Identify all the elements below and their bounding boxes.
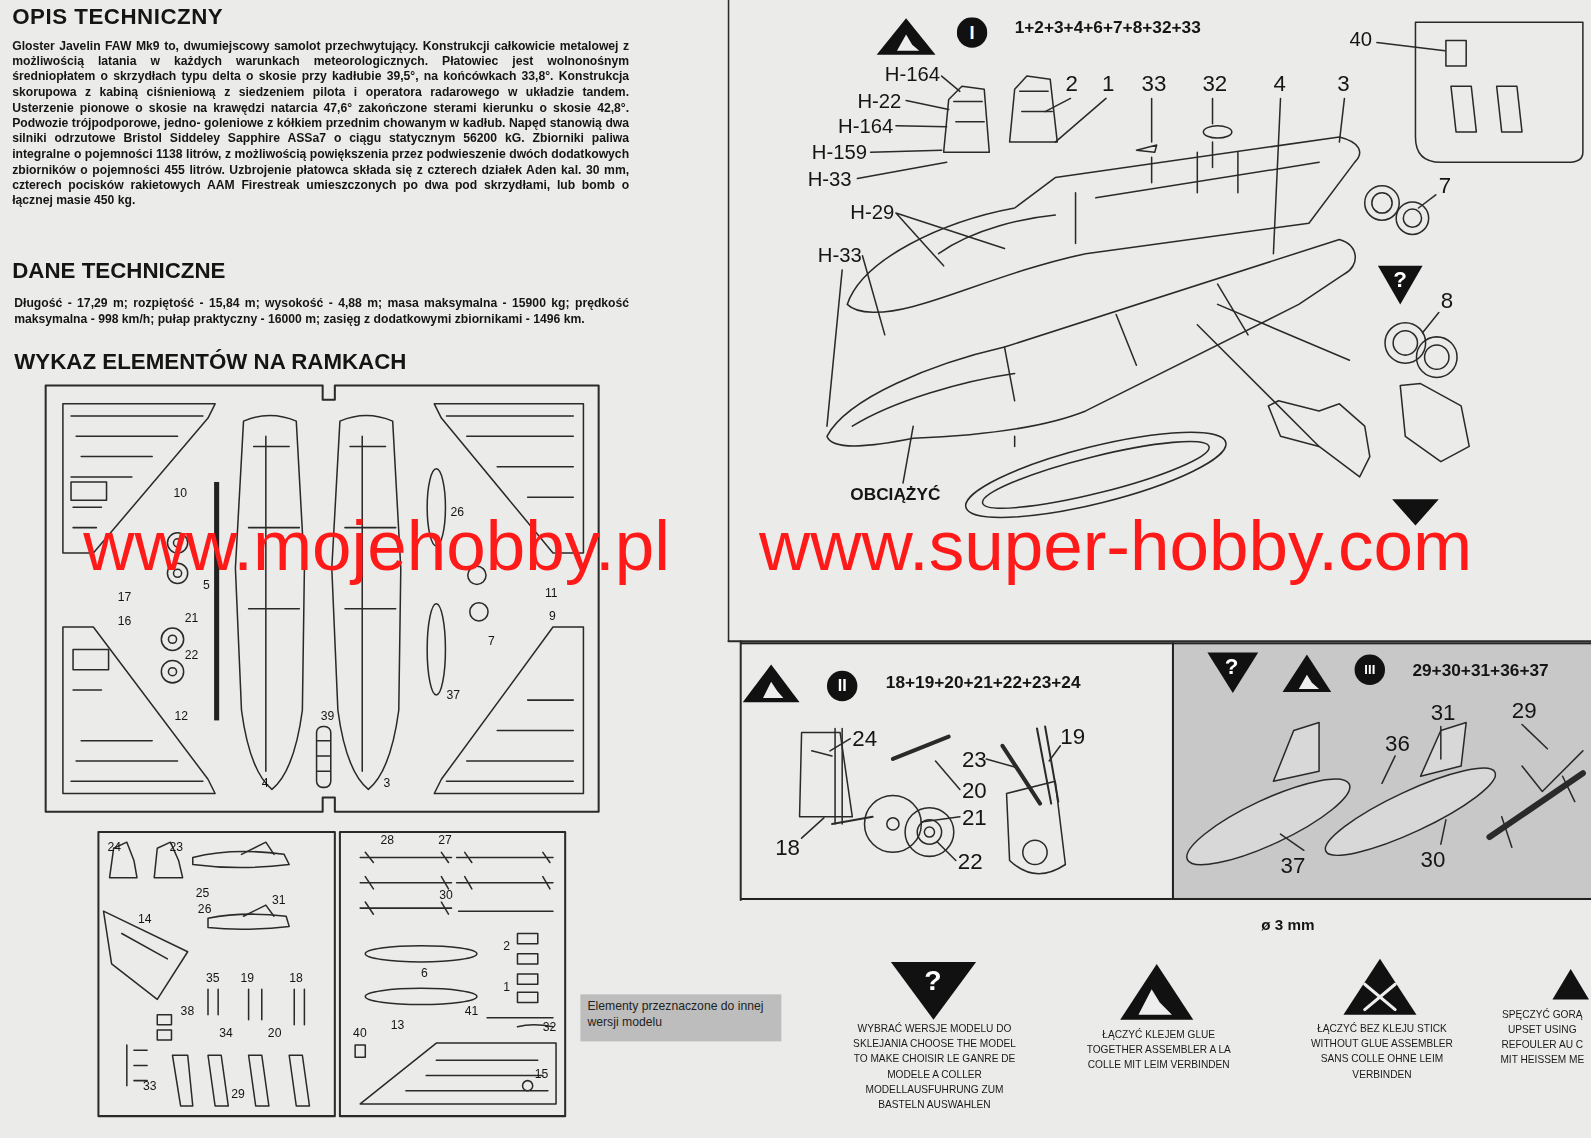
callout-number: 1 <box>503 981 510 995</box>
callout-number: 31 <box>272 894 286 908</box>
step-parts: 1+2+3+4+6+7+8+32+33 <box>1015 18 1201 38</box>
callout-number: 37 <box>1281 852 1306 878</box>
callout-number: 30 <box>439 889 453 903</box>
callout-number: 4 <box>1273 71 1285 97</box>
callout-number: H-159 <box>812 141 867 164</box>
step-panel: 18+19+20+21+22+23+24 II <box>741 642 1172 900</box>
symbol-mark: ? <box>1225 653 1239 679</box>
callout-number: 12 <box>175 710 189 724</box>
callout-number: 22 <box>185 648 199 662</box>
callout-number: 27 <box>438 834 452 848</box>
callout-number: 17 <box>118 591 132 605</box>
callout-number: 34 <box>219 1027 233 1041</box>
step-circle: II <box>827 671 857 701</box>
callout-number: 22 <box>958 848 983 874</box>
callout-number: 28 <box>381 834 395 848</box>
callout-number: 29 <box>231 1088 245 1102</box>
callout-number: 2 <box>503 940 510 954</box>
heading: OPIS TECHNICZNY <box>12 4 223 30</box>
note-box: Elementy przeznaczone do innej wersji mo… <box>580 994 781 1041</box>
body-text: Długość - 17,29 m; rozpiętość - 15,84 m;… <box>14 296 629 327</box>
callout-number: 18 <box>775 835 800 861</box>
watermark: www.mojehobby.pl <box>83 505 670 587</box>
section-heading: DANE TECHNICZNE <box>12 258 225 284</box>
callout-number: 32 <box>1202 71 1227 97</box>
callout-number: 30 <box>1421 846 1446 872</box>
legend-text: SPĘCZYĆ GORĄ UPSET USING REFOULER AU C M… <box>1498 1007 1587 1068</box>
callout-number: 13 <box>391 1019 405 1033</box>
callout-number: H-33 <box>808 167 852 190</box>
watermark: www.super-hobby.com <box>759 505 1472 587</box>
callout-number: 33 <box>143 1080 157 1094</box>
callout-number: 19 <box>1060 723 1085 749</box>
callout-number: 29 <box>1512 698 1537 724</box>
symbol-mark: ? <box>1393 267 1407 293</box>
callout-number: 24 <box>108 841 122 855</box>
callout-number: 8 <box>1441 288 1453 314</box>
callout-number: 24 <box>852 725 877 751</box>
callout-number: 41 <box>465 1005 479 1019</box>
callout-number: 4 <box>262 777 269 791</box>
callout-number: 36 <box>1385 731 1410 757</box>
callout-number: 32 <box>543 1021 557 1035</box>
callout-number: 26 <box>198 903 212 917</box>
callout-number: ø 3 mm <box>1261 916 1314 934</box>
callout-number: 6 <box>421 967 428 981</box>
box-text: Elementy przeznaczone do innej wersji mo… <box>587 998 774 1030</box>
callout-number: H-22 <box>857 89 901 112</box>
callout-number: 21 <box>185 612 199 626</box>
callout-number: 7 <box>488 635 495 649</box>
callout-number: 39 <box>321 710 335 724</box>
callout-number: 33 <box>1142 71 1167 97</box>
callout-number: 18 <box>289 972 303 986</box>
callout-number: H-33 <box>818 244 862 267</box>
callout-number: 31 <box>1431 700 1456 726</box>
step-circle: III <box>1355 654 1385 684</box>
callout-number: 35 <box>206 972 220 986</box>
step-number: II <box>827 671 857 701</box>
symbol-mark: ? <box>924 965 941 998</box>
step-panel: 29+30+31+36+37 III <box>1172 642 1591 900</box>
section-heading: WYKAZ ELEMENTÓW NA RAMKACH <box>14 349 406 375</box>
callout-number: 40 <box>353 1027 367 1041</box>
box-text: 18+19+20+21+22+23+24 <box>886 673 1081 693</box>
callout-number: 2 <box>1065 71 1077 97</box>
callout-number: 3 <box>384 777 391 791</box>
callout-number: 1 <box>1102 71 1114 97</box>
box-text: 29+30+31+36+37 <box>1412 661 1548 681</box>
callout-number: 20 <box>962 777 987 803</box>
body-text: Gloster Javelin FAW Mk9 to, dwumiejscowy… <box>12 39 629 209</box>
callout-number: 38 <box>181 1005 195 1019</box>
callout-number: 23 <box>962 747 987 773</box>
callout-number: 7 <box>1439 172 1451 198</box>
callout-number: 40 <box>1350 27 1373 50</box>
legend-text: WYBRAĆ WERSJE MODELU DO SKLEJANIA CHOOSE… <box>848 1021 1020 1112</box>
callout-number: 20 <box>268 1027 282 1041</box>
legend-text: ŁĄCZYĆ KLEJEM GLUE TOGETHER ASSEMBLER A … <box>1078 1027 1240 1073</box>
callout-number: 16 <box>118 615 132 629</box>
callout-number: 37 <box>446 689 460 703</box>
callout-number: 14 <box>138 913 152 927</box>
callout-number: H-29 <box>850 201 894 224</box>
callout-number: 11 <box>545 586 558 600</box>
callout-number: OBCIĄŻYĆ <box>850 485 940 505</box>
callout-number: 23 <box>169 841 183 855</box>
callout-number: 3 <box>1337 71 1349 97</box>
callout-number: 10 <box>174 487 188 501</box>
step-number: III <box>1355 654 1385 684</box>
callout-number: H-164 <box>885 63 940 86</box>
callout-number: 25 <box>196 887 210 901</box>
callout-number: 9 <box>549 610 556 624</box>
step-circle: I <box>957 17 987 47</box>
legend-text: ŁĄCZYĆ BEZ KLEJU STICK WITHOUT GLUE ASSE… <box>1301 1021 1463 1082</box>
callout-number: 15 <box>535 1067 549 1081</box>
callout-number: H-164 <box>838 115 893 138</box>
step-number: I <box>957 17 987 47</box>
callout-number: 21 <box>962 805 987 831</box>
callout-number: 19 <box>240 972 254 986</box>
